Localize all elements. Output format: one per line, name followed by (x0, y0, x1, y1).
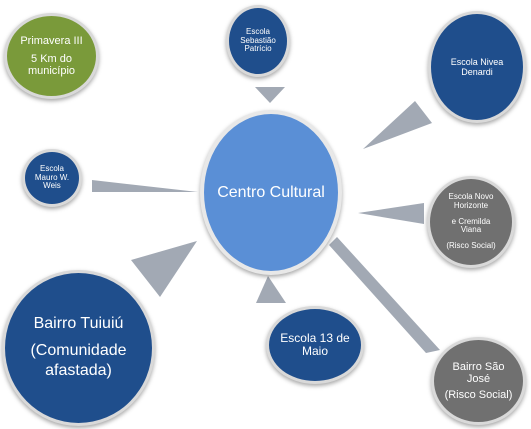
node-escola-novo-horizonte: Escola Novo Horizonte e Cremilda Viana (… (427, 176, 515, 268)
node-bairro-tuiuiu: Bairro Tuiuiú (Comunidade afastada) (2, 270, 155, 426)
node-centro-cultural: Centro Cultural (200, 110, 342, 275)
node-tuiuiu-line1: Bairro Tuiuiú (33, 314, 124, 332)
node-sebastiao-line1: Escola (245, 26, 270, 36)
node-escola-nivea-denardi: Escola Nivea Denardi (428, 11, 526, 123)
node-primavera-line1: Primavera III (20, 34, 83, 47)
node-primavera-iii: Primavera III 5 Km do município (4, 13, 99, 99)
node-novo-line4: Viana (460, 225, 482, 235)
node-tuiuiu-line3: afastada) (45, 362, 112, 380)
connector-arrow-13-maio (256, 276, 286, 303)
node-novo-line3: e Cremilda (451, 216, 491, 226)
node-nivea-line2: Denardi (461, 67, 493, 77)
node-centro-label: Centro Cultural (217, 183, 325, 201)
connector-arrow-nivea (363, 101, 432, 149)
node-novo-line2: Horizonte (453, 200, 489, 210)
node-13maio-line1: Escola 13 de (280, 330, 350, 345)
node-novo-line1: Escola Novo (448, 191, 494, 201)
connector-arrow-novo-horizonte (358, 203, 424, 224)
node-mauro-line1: Escola (39, 163, 64, 173)
node-sebastiao-line2: Sebastião (240, 35, 276, 45)
node-sebastiao-line3: Patrício (244, 44, 272, 54)
node-saojose-line2: José (466, 373, 491, 386)
connector-arrow-sao-jose (329, 237, 440, 353)
connector-arrow-tuiuiu (131, 241, 197, 297)
connector-arrow-mauro (92, 180, 198, 192)
node-escola-mauro-weis: Escola Mauro W. Weis (22, 149, 82, 207)
node-escola-13-de-maio: Escola 13 de Maio (266, 306, 364, 384)
connector-arrow-sebastiao (255, 87, 285, 103)
node-saojose-line1: Bairro São (452, 361, 505, 374)
node-escola-sebastiao-patricio: Escola Sebastião Patrício (226, 5, 290, 77)
node-mauro-line3: Weis (43, 181, 61, 191)
node-primavera-line3: município (27, 65, 76, 78)
node-nivea-line1: Escola Nivea (450, 56, 504, 67)
node-mauro-line2: Mauro W. (34, 172, 70, 182)
node-tuiuiu-line2: (Comunidade (30, 341, 127, 359)
node-primavera-line2: 5 Km do (31, 52, 72, 65)
node-13maio-line2: Maio (301, 344, 328, 358)
node-saojose-line3: (Risco Social) (444, 388, 513, 401)
node-bairro-sao-jose: Bairro São José (Risco Social) (431, 337, 526, 425)
node-novo-line5: (Risco Social) (446, 241, 496, 251)
